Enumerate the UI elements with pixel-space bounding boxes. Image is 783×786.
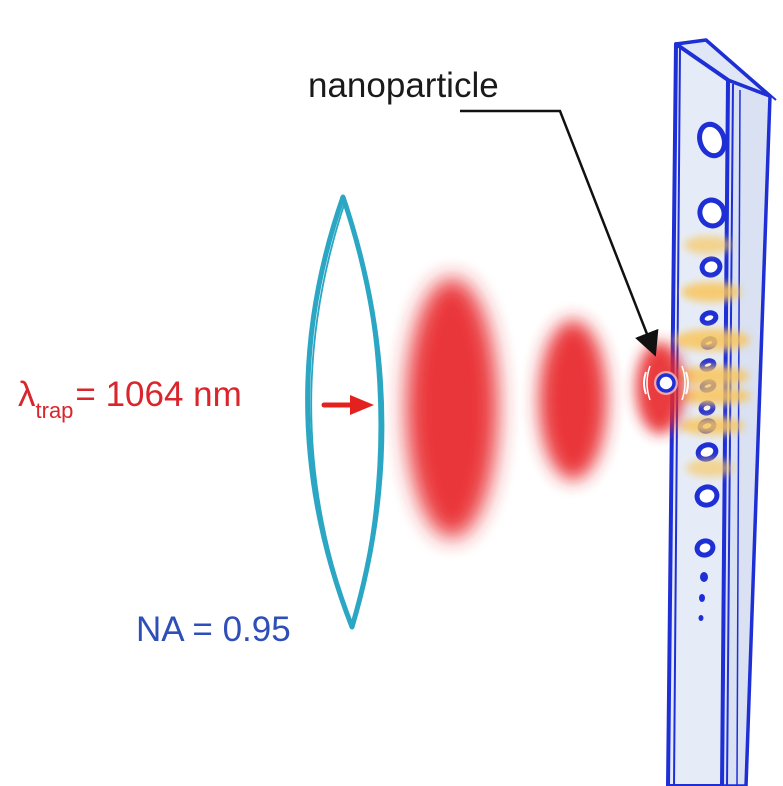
trap-wavelength-label: λtrap= 1064 nm — [18, 377, 242, 422]
hole — [694, 484, 720, 508]
wavelength-subscript: trap — [35, 398, 74, 423]
hole — [699, 310, 719, 326]
hole — [694, 538, 716, 558]
hole — [699, 256, 723, 278]
beam-lobe-large — [406, 278, 498, 538]
small-holes — [698, 572, 708, 621]
cavity-mode — [674, 236, 751, 477]
wavelength-value: = 1064 nm — [75, 375, 242, 414]
hole — [695, 442, 719, 462]
hole — [697, 197, 727, 229]
nanoparticle-body — [656, 373, 676, 393]
beam-lobe-medium — [539, 320, 607, 480]
lens-outline — [305, 194, 385, 630]
waveguide-front-face — [666, 42, 730, 786]
hole — [697, 121, 727, 159]
wavelength-symbol: λ — [18, 375, 36, 414]
nanoparticle-label: nanoparticle — [308, 66, 499, 105]
numerical-aperture-label: NA = 0.95 — [136, 610, 291, 649]
laser-beam — [406, 278, 684, 538]
lens-icon — [305, 194, 385, 630]
nanoparticle-leader-line — [460, 109, 659, 357]
waveguide-icon — [666, 38, 777, 786]
nanoparticle-sphere-icon — [643, 365, 689, 401]
right-arrow-icon — [321, 395, 374, 415]
